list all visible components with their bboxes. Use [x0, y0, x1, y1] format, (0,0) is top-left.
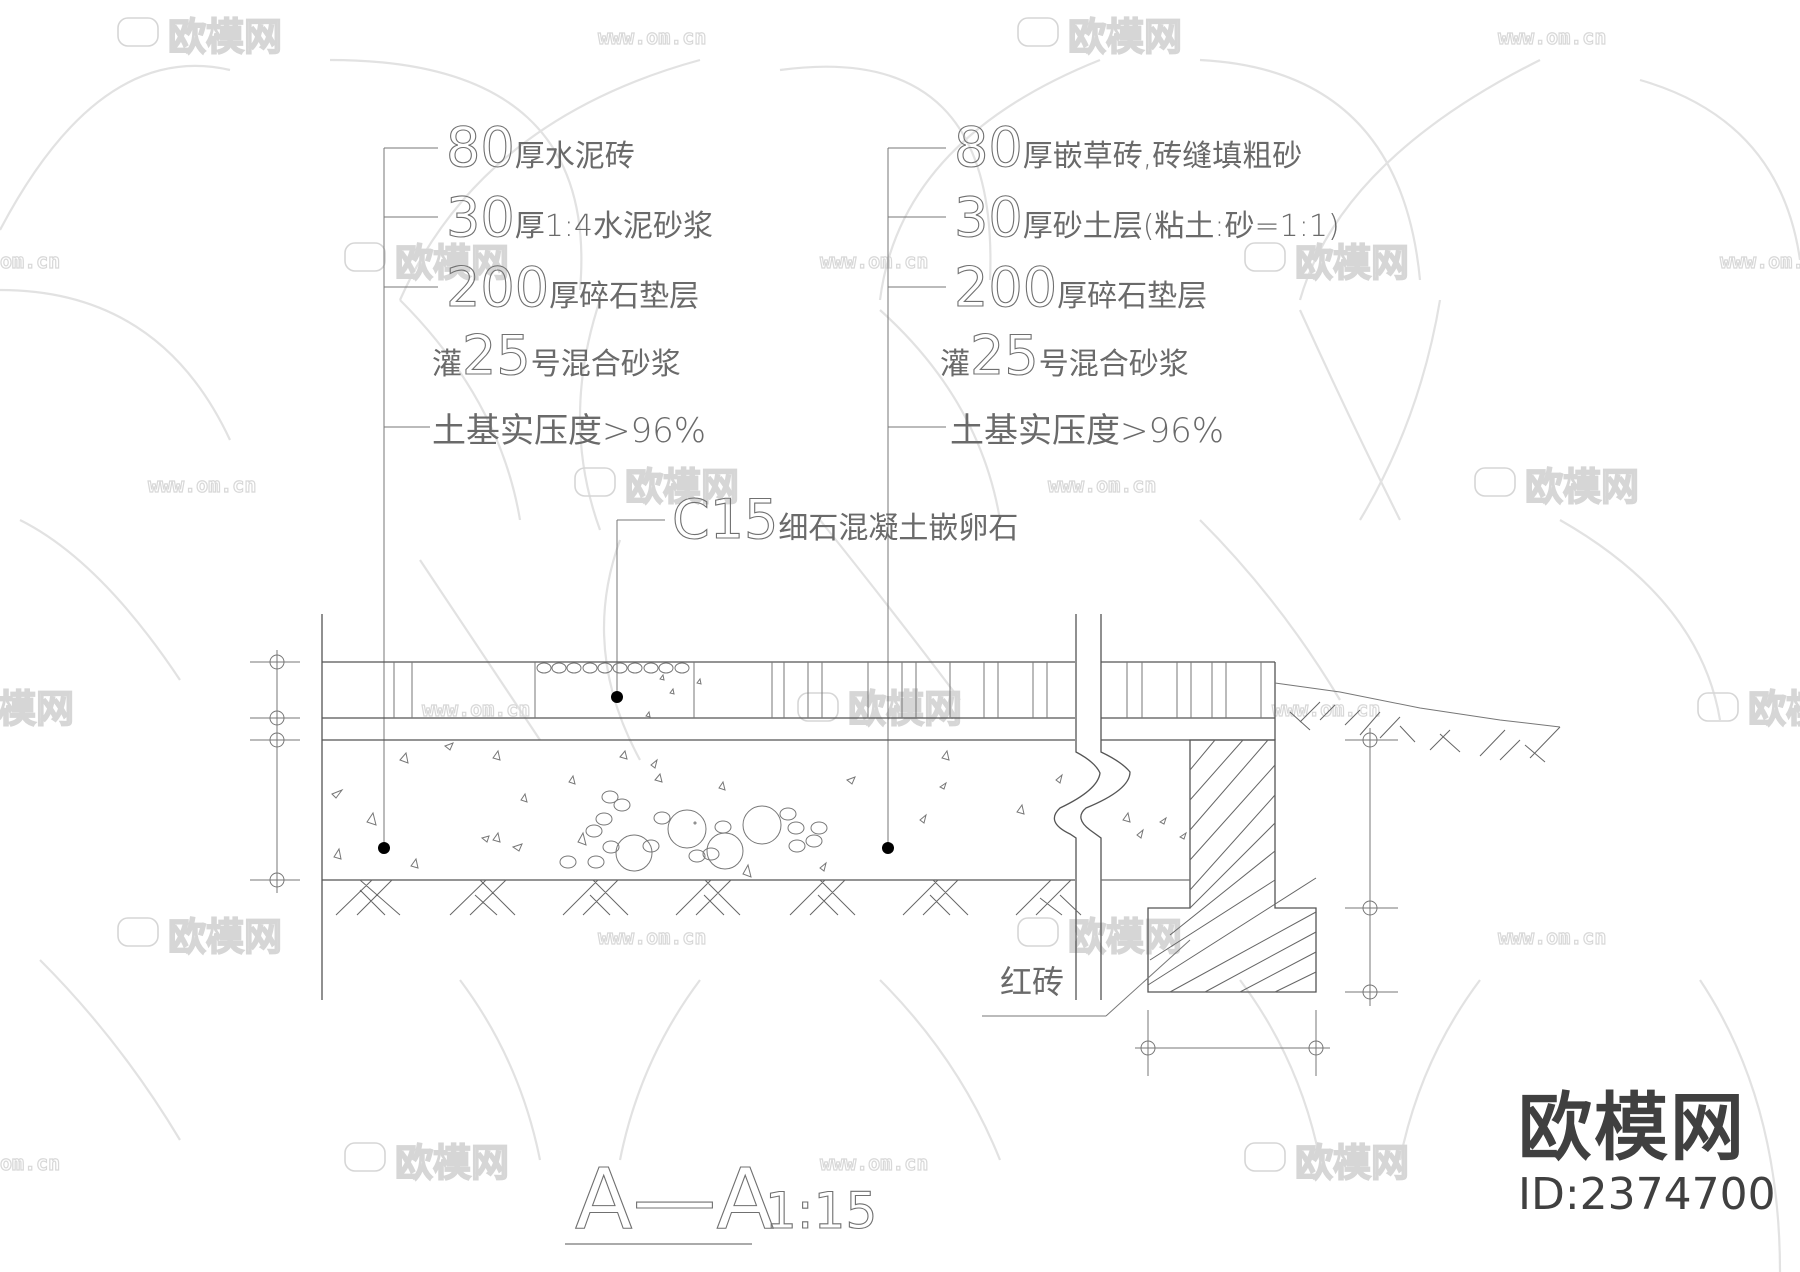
- right-dimension: [1345, 728, 1398, 1006]
- watermark-url: www.om.cn: [1498, 25, 1606, 49]
- section-scale: 1:15: [765, 1182, 877, 1240]
- brick-wall: [1101, 739, 1317, 993]
- svg-text:欧模网: 欧模网: [848, 687, 962, 731]
- watermark-logo: 欧模网: [1244, 1140, 1410, 1186]
- watermark-url: www.om.cn: [1048, 473, 1156, 497]
- aggregate-triangles: [331, 673, 1187, 878]
- ground-slope: [1274, 682, 1561, 763]
- watermark-logo: 欧模网: [1017, 914, 1183, 960]
- watermark-logo: 欧模网: [574, 464, 740, 510]
- brick-leader: [982, 939, 1191, 1017]
- svg-text:欧模网: 欧模网: [1295, 241, 1409, 285]
- left-line-5: 土基实压度>96%: [432, 411, 706, 451]
- right-line-3: 200厚碎石垫层: [954, 256, 1207, 319]
- watermark-url: www.om.cn: [820, 1151, 928, 1175]
- model-id: ID:2374700: [1518, 1169, 1776, 1220]
- watermark-brand: 欧模网: [0, 687, 74, 731]
- right-line-2: 30厚砂土层(粘土:砂=1:1): [954, 186, 1340, 249]
- section-title-text: A—A: [575, 1150, 774, 1248]
- watermark-logo: 欧模网: [344, 1140, 510, 1186]
- watermark-url: om.cn: [0, 1151, 60, 1175]
- watermark-logo: 欧模网: [117, 14, 283, 60]
- right-callout: 80厚嵌草砖,砖缝填粗砂 30厚砂土层(粘土:砂=1:1) 200厚碎石垫层 灌…: [940, 115, 1340, 451]
- watermark-logo: 欧模网: [797, 686, 963, 732]
- expansion-joint: [1053, 614, 1131, 1000]
- svg-text:欧模网: 欧模网: [1525, 465, 1639, 509]
- watermark-texts: 欧模网 www.om.cn 欧模网 www.om.cn om.cn 欧模网 ww…: [0, 14, 1800, 1186]
- left-callout: 80厚水泥砖 30厚1:4水泥砂浆 200厚碎石垫层 灌25号混合砂浆 土基实压…: [432, 115, 713, 451]
- watermark-url: www.om.cn: [1272, 697, 1380, 721]
- left-leader: [378, 147, 438, 854]
- watermark-url: www.om.cn: [598, 25, 706, 49]
- watermark-logo: 欧模网: [117, 914, 283, 960]
- gravel-stones: [559, 790, 828, 872]
- left-line-3: 200厚碎石垫层: [446, 256, 699, 319]
- watermark-url: www.om.cn: [820, 249, 928, 273]
- watermark-logo: 欧模网: [1697, 686, 1800, 732]
- brick-label: 红砖: [1000, 963, 1064, 1001]
- leader-dot: [611, 691, 623, 703]
- watermark-url: www.om.cn: [1498, 925, 1606, 949]
- watermark-logo: 欧模网: [1244, 240, 1410, 286]
- watermark-logo: 欧模网: [1474, 464, 1640, 510]
- watermark-url: www.om.cn: [598, 925, 706, 949]
- svg-text:欧模网: 欧模网: [1295, 1141, 1409, 1185]
- svg-text:欧模网: 欧模网: [395, 1141, 509, 1185]
- section-title: A—A 1:15: [565, 1149, 878, 1249]
- watermark-logo: 欧模网: [1017, 14, 1183, 60]
- right-line-4: 灌25号混合砂浆: [940, 324, 1189, 387]
- brand-badge: 欧模网 ID:2374700: [1518, 1086, 1776, 1220]
- left-line-1: 80厚水泥砖: [446, 116, 635, 179]
- pavement-section: 红砖: [321, 614, 1561, 1076]
- left-line-2: 30厚1:4水泥砂浆: [446, 186, 713, 249]
- middle-callout: C15细石混凝土嵌卵石: [672, 488, 1018, 551]
- svg-text:欧模网: 欧模网: [1068, 915, 1182, 959]
- watermark-url: om.cn: [0, 249, 60, 273]
- leader-dot: [882, 842, 894, 854]
- right-line-5: 土基实压度>96%: [950, 411, 1224, 451]
- left-line-4: 灌25号混合砂浆: [432, 324, 681, 387]
- watermark-logo: 欧模网: [344, 240, 510, 286]
- svg-text:欧模网: 欧模网: [395, 241, 509, 285]
- svg-text:欧模网: 欧模网: [1068, 15, 1182, 59]
- leader-dot: [378, 842, 390, 854]
- svg-text:欧模网: 欧模网: [1748, 687, 1800, 731]
- svg-text:欧模网: 欧模网: [168, 15, 282, 59]
- right-line-1: 80厚嵌草砖,砖缝填粗砂: [954, 116, 1302, 179]
- bottom-dimension: [1135, 1010, 1330, 1076]
- watermark-url: www.om.cn: [148, 473, 256, 497]
- svg-text:欧模网: 欧模网: [625, 465, 739, 509]
- svg-text:欧模网: 欧模网: [168, 915, 282, 959]
- watermark-arcs: [0, 58, 1800, 1272]
- brand-name: 欧模网: [1518, 1085, 1746, 1171]
- pebble-row: [536, 662, 690, 674]
- right-leader: [882, 147, 946, 854]
- left-dimension: [250, 650, 300, 893]
- soil-hatch: [335, 879, 1082, 916]
- middle-leader: [611, 519, 665, 703]
- watermark-url: www.om.cn: [1720, 249, 1800, 273]
